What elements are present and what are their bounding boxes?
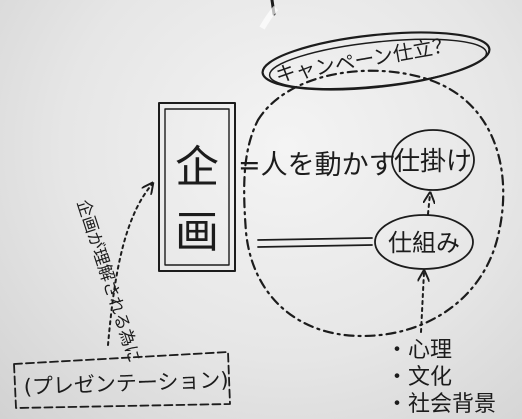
planning-box: 企 画 [158,102,236,272]
presentation-label: (プレゼンテーション) [23,368,229,399]
factor-social-background: ・社会背景 [386,392,496,417]
presentation-box: (プレゼンテーション) [13,351,231,409]
presentation-to-planning-arrow [107,184,152,346]
glare-highlight [259,5,279,30]
purpose-note: 企画が理解される為に [72,197,144,365]
mechanism-label: 仕掛け [394,147,472,177]
factors-to-system-arrow [421,272,424,333]
system-to-mechanism-arrow [428,194,430,215]
factor-culture: ・文化 [386,365,452,390]
campaign-scope-ellipse [243,69,505,338]
factor-psychology: ・心理 [386,338,452,363]
move-people-phrase: =人を動かす [238,150,396,181]
background-factors-list: ・心理 ・文化 ・社会背景 [386,338,496,417]
planning-char-1: 企 [175,142,219,193]
planning-char-2: 画 [175,207,219,258]
system-node: 仕組み [374,214,474,270]
system-label: 仕組み [388,229,460,257]
mechanism-node: 仕掛け [391,129,475,191]
campaign-bubble: キャンペーン仕立？ [261,31,491,91]
planning-system-connector [257,237,373,248]
